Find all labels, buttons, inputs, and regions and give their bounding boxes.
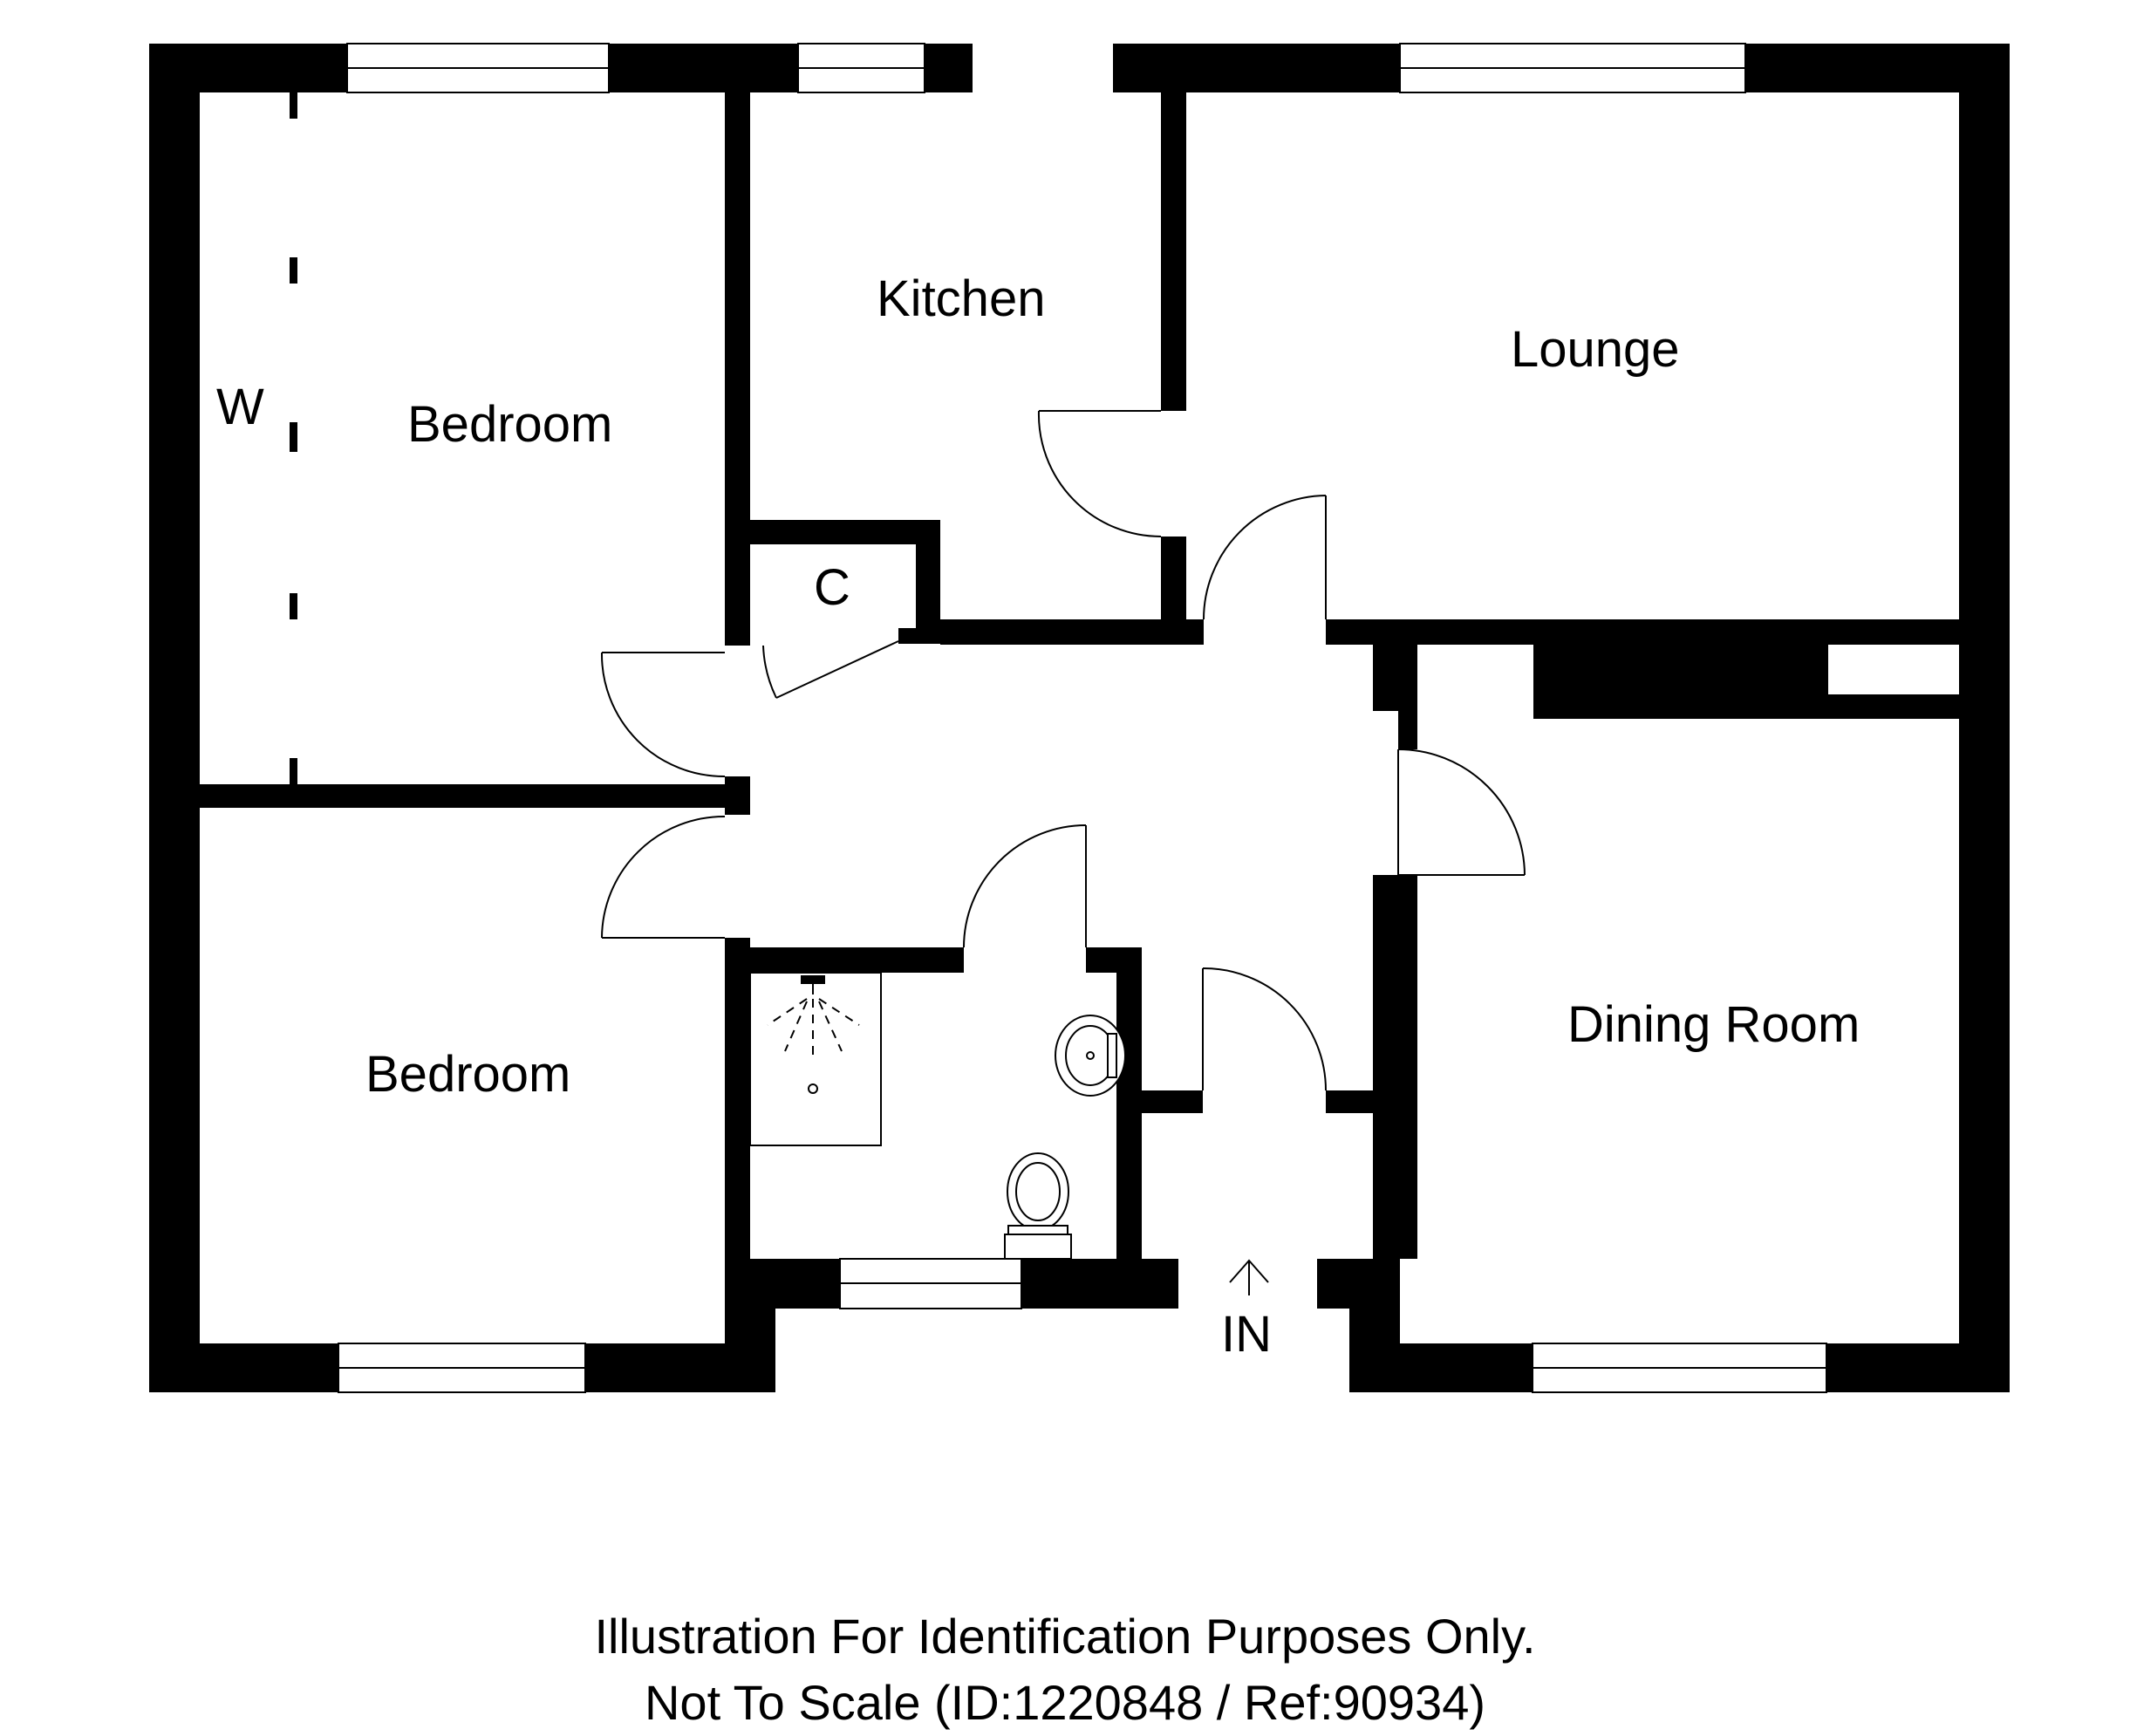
shower-tray bbox=[749, 972, 882, 1146]
label-bedroom-2: Bedroom bbox=[365, 1046, 570, 1103]
label-bedroom-1: Bedroom bbox=[407, 396, 612, 453]
wardrobe-divider bbox=[290, 92, 297, 784]
label-kitchen: Kitchen bbox=[877, 270, 1045, 327]
doors bbox=[600, 410, 1526, 1091]
arrow-up-icon bbox=[1229, 1259, 1269, 1295]
door-entrance[interactable] bbox=[1202, 967, 1327, 1091]
door-lounge[interactable] bbox=[1203, 495, 1327, 620]
wall-step-left bbox=[725, 1259, 775, 1392]
door-dining[interactable] bbox=[1397, 748, 1526, 876]
interior-walls bbox=[200, 92, 1959, 1259]
door-bedroom-1[interactable] bbox=[600, 652, 726, 778]
sink-icon bbox=[1055, 1015, 1126, 1097]
wall-step-right bbox=[1349, 1259, 1400, 1392]
caption-line-2: Not To Scale (ID:1220848 / Ref:90934) bbox=[644, 1675, 1485, 1730]
disclaimer-caption: Illustration For Identification Purposes… bbox=[0, 1603, 2130, 1736]
caption-line-1: Illustration For Identification Purposes… bbox=[594, 1609, 1536, 1664]
door-bathroom[interactable] bbox=[963, 824, 1087, 948]
label-entrance: IN bbox=[1221, 1306, 1272, 1363]
toilet-icon bbox=[1004, 1152, 1072, 1260]
label-dining-room: Dining Room bbox=[1567, 996, 1860, 1053]
label-cupboard: C bbox=[814, 559, 850, 616]
door-kitchen[interactable] bbox=[1037, 410, 1162, 537]
shower-head-icon bbox=[767, 975, 860, 1094]
label-wardrobe: W bbox=[216, 379, 264, 435]
label-lounge: Lounge bbox=[1511, 321, 1680, 378]
windows bbox=[338, 43, 1827, 1393]
door-bedroom-2[interactable] bbox=[601, 815, 726, 939]
bathroom-fixtures bbox=[749, 972, 1126, 1260]
wall-left bbox=[149, 44, 200, 1392]
wall-right bbox=[1959, 44, 2010, 1392]
door-cupboard[interactable] bbox=[762, 640, 899, 699]
